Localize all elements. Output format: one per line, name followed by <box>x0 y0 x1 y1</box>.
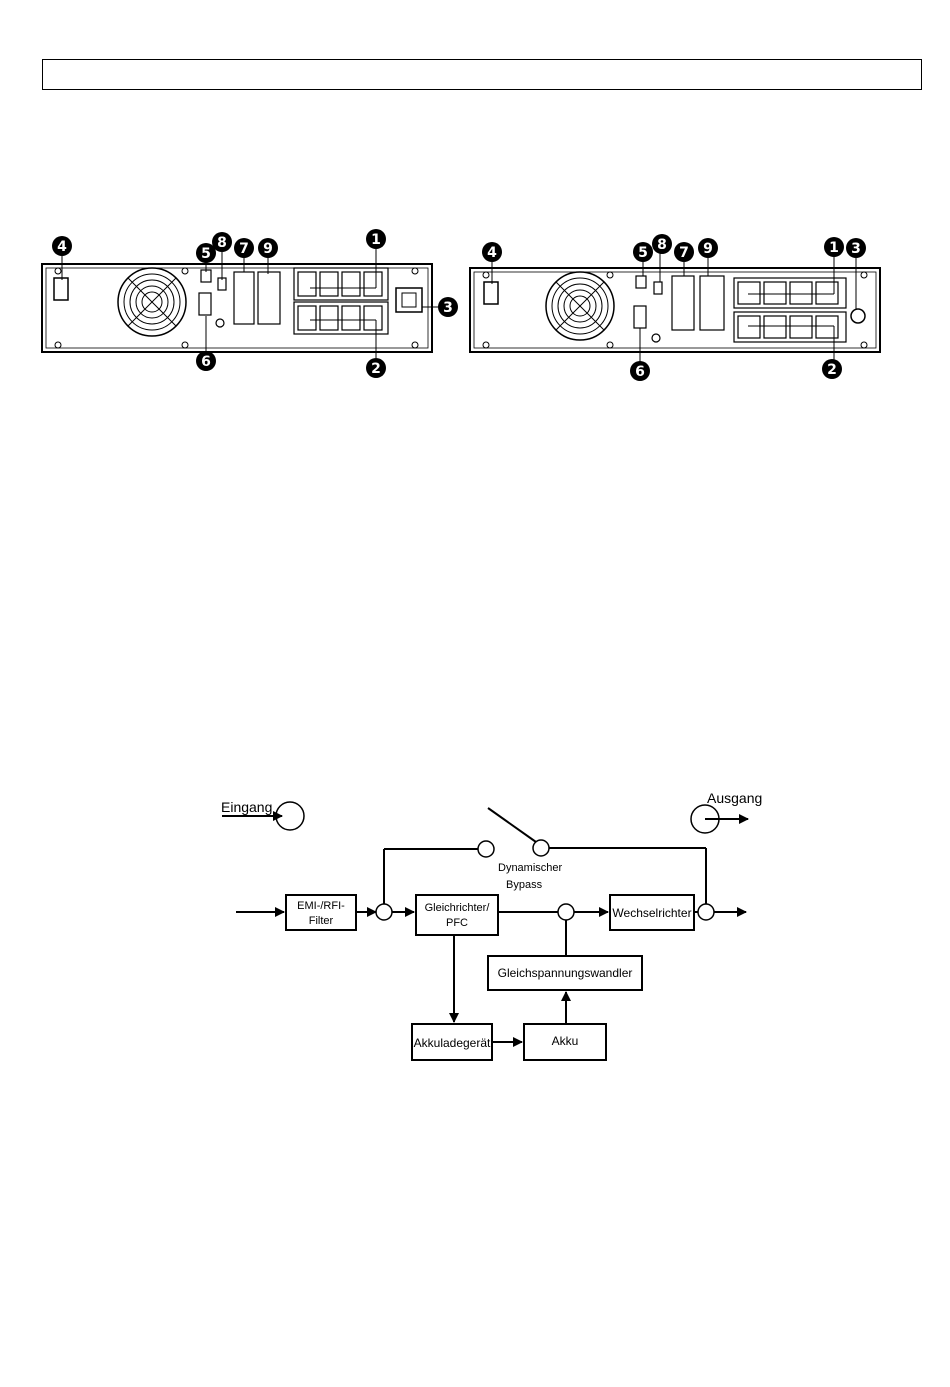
outlets-group-2 <box>294 302 388 334</box>
emi-filter-box <box>286 895 356 930</box>
svg-text:2: 2 <box>371 361 381 377</box>
ac-inlet-icon <box>851 309 865 323</box>
callout-2-left: 2 <box>366 358 386 378</box>
svg-text:9: 9 <box>263 241 273 257</box>
outlets-group-1 <box>734 278 846 308</box>
emi-filter-label-2: Filter <box>309 915 334 927</box>
battery-connector-icon <box>258 272 280 324</box>
epo-port-icon <box>654 282 662 294</box>
callout-4-left: 4 <box>52 236 72 256</box>
network-port-icon <box>54 278 68 300</box>
outlets-group-1 <box>294 268 388 300</box>
dc-converter-label: Gleichspannungswandler <box>498 966 633 980</box>
callout-9-left: 9 <box>258 238 278 258</box>
inverter-label: Wechselrichter <box>612 906 691 920</box>
callout-2-right: 2 <box>822 359 842 379</box>
rectifier-label-2: PFC <box>446 917 468 929</box>
battery-connector-icon <box>700 276 724 330</box>
svg-text:4: 4 <box>487 245 497 261</box>
svg-text:3: 3 <box>443 300 453 316</box>
callout-4-right: 4 <box>482 242 502 262</box>
callout-9-right: 9 <box>698 238 718 258</box>
dc-converter-box <box>488 956 642 990</box>
rectifier-label-1: Gleichrichter/ <box>425 902 491 914</box>
ground-screw-icon <box>216 319 224 327</box>
outlets-group-2 <box>734 312 846 342</box>
emi-filter-label-1: EMI-/RFI- <box>297 900 345 912</box>
inverter-box <box>610 895 694 930</box>
usb-port-icon <box>636 276 646 288</box>
svg-text:7: 7 <box>239 241 249 257</box>
smart-slot-icon <box>234 272 254 324</box>
callout-7-left: 7 <box>234 238 254 258</box>
bypass-label-2: Bypass <box>506 879 543 891</box>
callout-8-right: 8 <box>652 234 672 254</box>
svg-text:1: 1 <box>829 240 839 256</box>
charger-label: Akkuladegerät <box>414 1036 491 1050</box>
svg-text:6: 6 <box>201 354 211 370</box>
svg-text:4: 4 <box>57 239 67 255</box>
rectifier-box <box>416 895 498 935</box>
callout-7-right: 7 <box>674 242 694 262</box>
svg-text:7: 7 <box>679 245 689 261</box>
battery-label: Akku <box>552 1034 579 1048</box>
callout-5-right: 5 <box>633 242 653 262</box>
svg-text:2: 2 <box>827 362 837 378</box>
bypass-label-1: Dynamischer <box>498 862 563 874</box>
ac-inlet-icon <box>396 288 422 312</box>
callout-3-left: 3 <box>438 297 458 317</box>
ground-screw-icon <box>652 334 660 342</box>
network-port-icon <box>484 282 498 304</box>
battery-box <box>524 1024 606 1060</box>
fan-icon <box>118 268 186 336</box>
smart-slot-icon <box>672 276 694 330</box>
callout-1-left: 1 <box>366 229 386 249</box>
rear-panel-left: 4 5 8 7 9 1 3 6 2 <box>42 229 458 378</box>
callout-6-right: 6 <box>630 361 650 381</box>
svg-text:3: 3 <box>851 241 861 257</box>
output-label: Ausgang <box>707 790 762 806</box>
callout-8-left: 8 <box>212 232 232 252</box>
callout-6-left: 6 <box>196 351 216 371</box>
svg-text:8: 8 <box>657 237 667 253</box>
svg-text:9: 9 <box>703 241 713 257</box>
charger-box <box>412 1024 492 1060</box>
svg-text:8: 8 <box>217 235 227 251</box>
rs232-port-icon <box>634 306 646 328</box>
rear-panel-right: 4 5 8 7 9 1 3 6 2 <box>470 234 880 381</box>
callout-1-right: 1 <box>824 237 844 257</box>
fan-icon <box>546 272 614 340</box>
svg-text:1: 1 <box>371 232 381 248</box>
svg-text:5: 5 <box>201 246 211 262</box>
callout-3-right: 3 <box>846 238 866 258</box>
svg-text:6: 6 <box>635 364 645 380</box>
rear-panel-figures: 4 5 8 7 9 1 3 6 2 <box>0 0 950 400</box>
input-label: Eingang <box>221 799 272 815</box>
rs232-port-icon <box>199 293 211 315</box>
svg-text:5: 5 <box>638 245 648 261</box>
